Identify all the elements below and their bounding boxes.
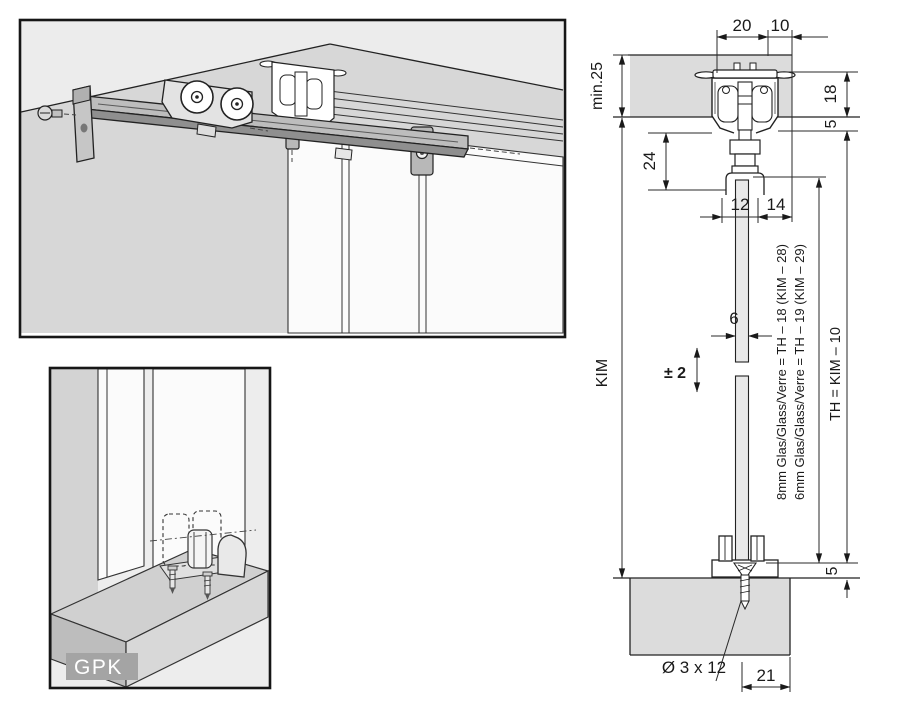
dim-14-label: 14 bbox=[767, 195, 786, 214]
dim-5-top-label: 5 bbox=[823, 119, 840, 128]
track-extrusion-lines bbox=[295, 87, 564, 142]
screw-spec-label: Ø 3 x 12 bbox=[662, 658, 726, 677]
glass-8mm-formula-label: 8mm Glas/Glass/Verre = TH – 18 (KIM – 28… bbox=[774, 244, 789, 500]
screw-leader-line bbox=[715, 600, 742, 682]
dim-min25-label: min.25 bbox=[589, 62, 606, 110]
mounting-screw bbox=[37, 105, 77, 121]
guide-end-cap bbox=[217, 534, 247, 578]
dim-18-label: 18 bbox=[821, 85, 840, 104]
dimension-drawing: 20 10 min.25 KIM 18 5 24 12 14 6 bbox=[589, 16, 860, 692]
sliding-glass-panels bbox=[287, 123, 564, 334]
guide-screw bbox=[202, 571, 213, 600]
floor-section bbox=[613, 577, 860, 656]
dim-21-label: 21 bbox=[757, 666, 776, 685]
dim-10-label: 10 bbox=[771, 16, 790, 35]
kim-label: KIM bbox=[594, 359, 611, 387]
wall-strip bbox=[51, 369, 98, 620]
panel-roller-assembly bbox=[21, 21, 564, 336]
dim-12-label: 12 bbox=[731, 195, 750, 214]
guide-screw bbox=[167, 565, 178, 594]
gpk-label: GPK bbox=[74, 656, 123, 679]
gpk-badge bbox=[66, 653, 138, 680]
dim-5-bottom-label: 5 bbox=[824, 566, 841, 575]
glass-6mm-formula-label: 6mm Glas/Glass/Verre = TH – 19 (KIM – 29… bbox=[792, 244, 807, 500]
rail-hex-bolt bbox=[334, 147, 353, 161]
th-formula-label: TH = KIM – 10 bbox=[828, 327, 844, 421]
panel-bottom-border bbox=[48, 366, 272, 690]
roller-carriage bbox=[161, 79, 254, 138]
track-cross-section bbox=[694, 62, 796, 134]
dim-24-label: 24 bbox=[640, 152, 659, 171]
soffit-edge bbox=[329, 43, 564, 91]
track-profile-cut bbox=[259, 60, 347, 129]
ceiling-top-face bbox=[21, 21, 563, 112]
plusminus2-label: ± 2 bbox=[664, 365, 686, 382]
floor-guide-section bbox=[711, 535, 779, 611]
panel-top-border bbox=[18, 18, 567, 339]
construction-dash bbox=[249, 127, 269, 132]
floor-guide-clips bbox=[149, 510, 257, 600]
glass-section bbox=[734, 179, 750, 564]
glass-panel-left bbox=[97, 369, 145, 581]
wall-bracket bbox=[72, 85, 95, 163]
dim-6-label: 6 bbox=[729, 309, 738, 328]
construction-dash bbox=[469, 147, 521, 155]
panel-floor-guide: GPK bbox=[51, 369, 269, 687]
countersunk-screw bbox=[732, 562, 758, 611]
dim-20-label: 20 bbox=[733, 16, 752, 35]
